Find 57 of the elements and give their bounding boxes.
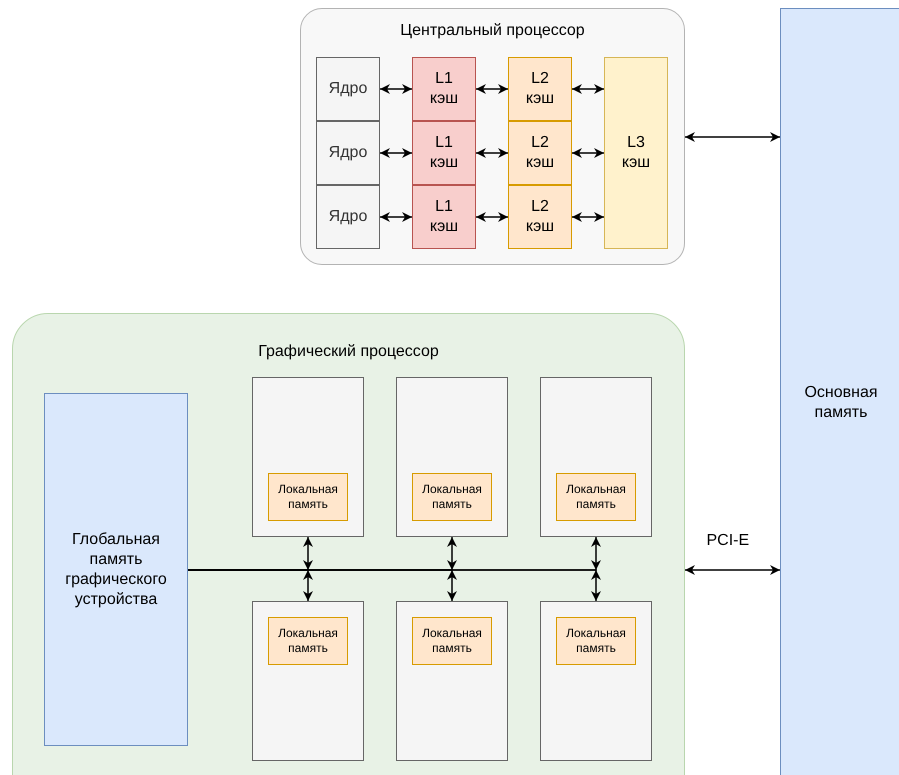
- cpu-panel: [300, 8, 685, 265]
- panel-title: Графический процессор: [257, 342, 440, 362]
- node-label: Ядро: [328, 207, 368, 227]
- cache-box: [412, 57, 476, 121]
- local-memory-box: [556, 473, 636, 521]
- node-label: Ядро: [328, 79, 368, 99]
- node-label: L2 кэш: [524, 197, 556, 237]
- core-box: [316, 57, 380, 121]
- arrow: [685, 132, 780, 142]
- node-label: L1 кэш: [428, 69, 460, 109]
- arrow: [380, 212, 412, 222]
- panel-title: Центральный процессор: [399, 21, 586, 41]
- node-label: Ядро: [328, 143, 368, 163]
- cache-box: [412, 185, 476, 249]
- cache-box: [508, 57, 572, 121]
- node-label: Локальная память: [421, 482, 483, 512]
- arrow: [380, 148, 412, 158]
- local-memory-box: [412, 617, 492, 665]
- multiprocessor-box: [252, 601, 364, 761]
- node-label: Локальная память: [565, 626, 627, 656]
- cache-box: [508, 121, 572, 185]
- arrow: [572, 212, 604, 222]
- node-label: L1 кэш: [428, 197, 460, 237]
- multiprocessor-box: [396, 601, 508, 761]
- memory-box: [780, 8, 899, 775]
- local-memory-box: [412, 473, 492, 521]
- node-label: L1 кэш: [428, 133, 460, 173]
- node-label: Локальная память: [277, 626, 339, 656]
- cache-box: [412, 121, 476, 185]
- local-memory-box: [556, 617, 636, 665]
- core-box: [316, 121, 380, 185]
- node-label: L3 кэш: [620, 133, 652, 173]
- node-label: L2 кэш: [524, 133, 556, 173]
- node-label: Локальная память: [565, 482, 627, 512]
- arrow: [572, 148, 604, 158]
- arrow: [476, 84, 508, 94]
- node-label: L2 кэш: [524, 69, 556, 109]
- arrow: [476, 212, 508, 222]
- node-label: Локальная память: [421, 626, 483, 656]
- local-memory-box: [268, 473, 348, 521]
- node-label: Глобальная память графического устройства: [64, 530, 168, 610]
- multiprocessor-box: [540, 377, 652, 537]
- local-memory-box: [268, 617, 348, 665]
- arrow: [572, 84, 604, 94]
- arrow: [380, 84, 412, 94]
- gpu-panel: [12, 313, 685, 775]
- cache-box: [508, 185, 572, 249]
- multiprocessor-box: [540, 601, 652, 761]
- arrow: [476, 148, 508, 158]
- core-box: [316, 185, 380, 249]
- arrow: [685, 565, 780, 575]
- node-label: Основная память: [803, 383, 879, 423]
- cache-box: [604, 57, 668, 249]
- multiprocessor-box: [252, 377, 364, 537]
- multiprocessor-box: [396, 377, 508, 537]
- node-label: Локальная память: [277, 482, 339, 512]
- memory-box: [44, 393, 188, 746]
